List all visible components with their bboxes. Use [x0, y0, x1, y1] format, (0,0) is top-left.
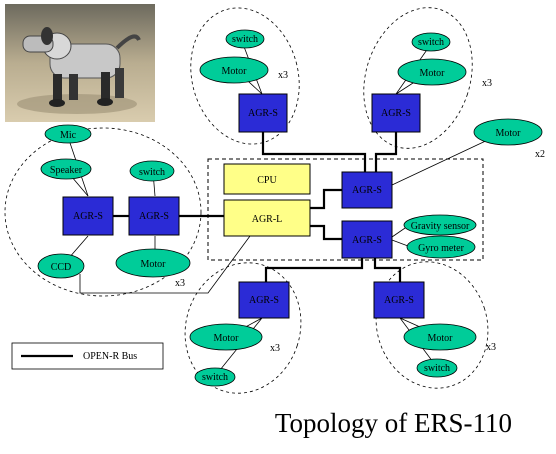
- agr-s-label: AGR-S: [73, 211, 103, 222]
- multiplier-x3-top-right: x3: [482, 78, 492, 89]
- motor-body-right: Motor: [473, 118, 543, 146]
- legend-label: OPEN-R Bus: [83, 351, 137, 362]
- diagram-caption: Topology of ERS-110: [0, 408, 556, 439]
- agr-s-label: AGR-S: [381, 108, 411, 119]
- switch-label: switch: [139, 167, 165, 178]
- switch-top-left: switch: [225, 29, 265, 49]
- gravity-sensor-label: Gravity sensor: [411, 221, 470, 232]
- switch-label: switch: [424, 363, 450, 374]
- agr-l-label: AGR-L: [252, 214, 283, 225]
- group-head: [4, 127, 202, 297]
- agr-s-box-top-right: AGR-S: [371, 93, 421, 133]
- motor-label: Motor: [496, 128, 522, 139]
- agr-s-box-bottom-left: AGR-S: [238, 281, 290, 319]
- agr-s-box-bottom-right: AGR-S: [373, 281, 425, 319]
- motor-head: Motor: [115, 248, 191, 278]
- group-bottom-right: [375, 261, 489, 389]
- motor-label: Motor: [222, 66, 248, 77]
- agr-s-label: AGR-S: [139, 211, 169, 222]
- gyro-meter: Gyro meter: [406, 235, 476, 259]
- agr-s-label: AGR-S: [249, 295, 279, 306]
- switch-label: switch: [418, 37, 444, 48]
- robot-dog-photo: [5, 4, 155, 122]
- switch-bottom-left: switch: [194, 367, 236, 387]
- open-r-bus-lines: [113, 132, 402, 282]
- agr-s-label: AGR-S: [248, 108, 278, 119]
- motor-bottom-left: Motor: [189, 323, 263, 351]
- cpu-box: CPU: [223, 163, 311, 195]
- ccd: CCD: [37, 253, 85, 279]
- motor-label: Motor: [428, 333, 454, 344]
- motor-top-left: Motor: [199, 56, 269, 84]
- group-bottom-left: [184, 262, 302, 394]
- motor-label: Motor: [141, 259, 167, 270]
- speaker-label: Speaker: [50, 165, 83, 176]
- switch-bottom-right: switch: [416, 358, 458, 378]
- motor-label: Motor: [420, 68, 446, 79]
- multiplier-x3-head: x3: [175, 278, 185, 289]
- gyro-meter-label: Gyro meter: [418, 243, 464, 254]
- agr-s-box-top-left: AGR-S: [238, 93, 288, 133]
- switch-head: switch: [129, 160, 175, 182]
- agr-s-box-body-lower: AGR-S: [341, 220, 393, 259]
- agr-s-label: AGR-S: [352, 185, 382, 196]
- agr-l-box: AGR-L: [223, 199, 311, 237]
- agr-s-label: AGR-S: [352, 235, 382, 246]
- mic-label: Mic: [60, 130, 77, 141]
- agr-s-box-body-upper: AGR-S: [341, 171, 393, 209]
- ccd-label: CCD: [51, 262, 72, 273]
- motor-top-right: Motor: [397, 58, 467, 86]
- switch-label: switch: [202, 372, 228, 383]
- switch-top-right: switch: [411, 32, 451, 52]
- multiplier-x3-bottom-right: x3: [486, 342, 496, 353]
- caption-text: Topology of ERS-110: [274, 408, 512, 438]
- speaker: Speaker: [40, 158, 92, 180]
- agr-s-box-head-left: AGR-S: [62, 196, 114, 236]
- multiplier-x3-top-left: x3: [278, 70, 288, 81]
- multiplier-x2: x2: [535, 149, 545, 160]
- motor-bottom-right: Motor: [403, 323, 477, 351]
- agr-s-label: AGR-S: [384, 295, 414, 306]
- central-body-box: [207, 158, 484, 261]
- motor-label: Motor: [214, 333, 240, 344]
- agr-s-box-head-right: AGR-S: [128, 196, 180, 236]
- switch-label: switch: [232, 34, 258, 45]
- mic: Mic: [44, 124, 92, 144]
- multiplier-x3-bottom-left: x3: [270, 343, 280, 354]
- legend-box: OPEN-R Bus: [11, 342, 164, 370]
- cpu-label: CPU: [257, 175, 277, 186]
- gravity-sensor: Gravity sensor: [403, 214, 477, 236]
